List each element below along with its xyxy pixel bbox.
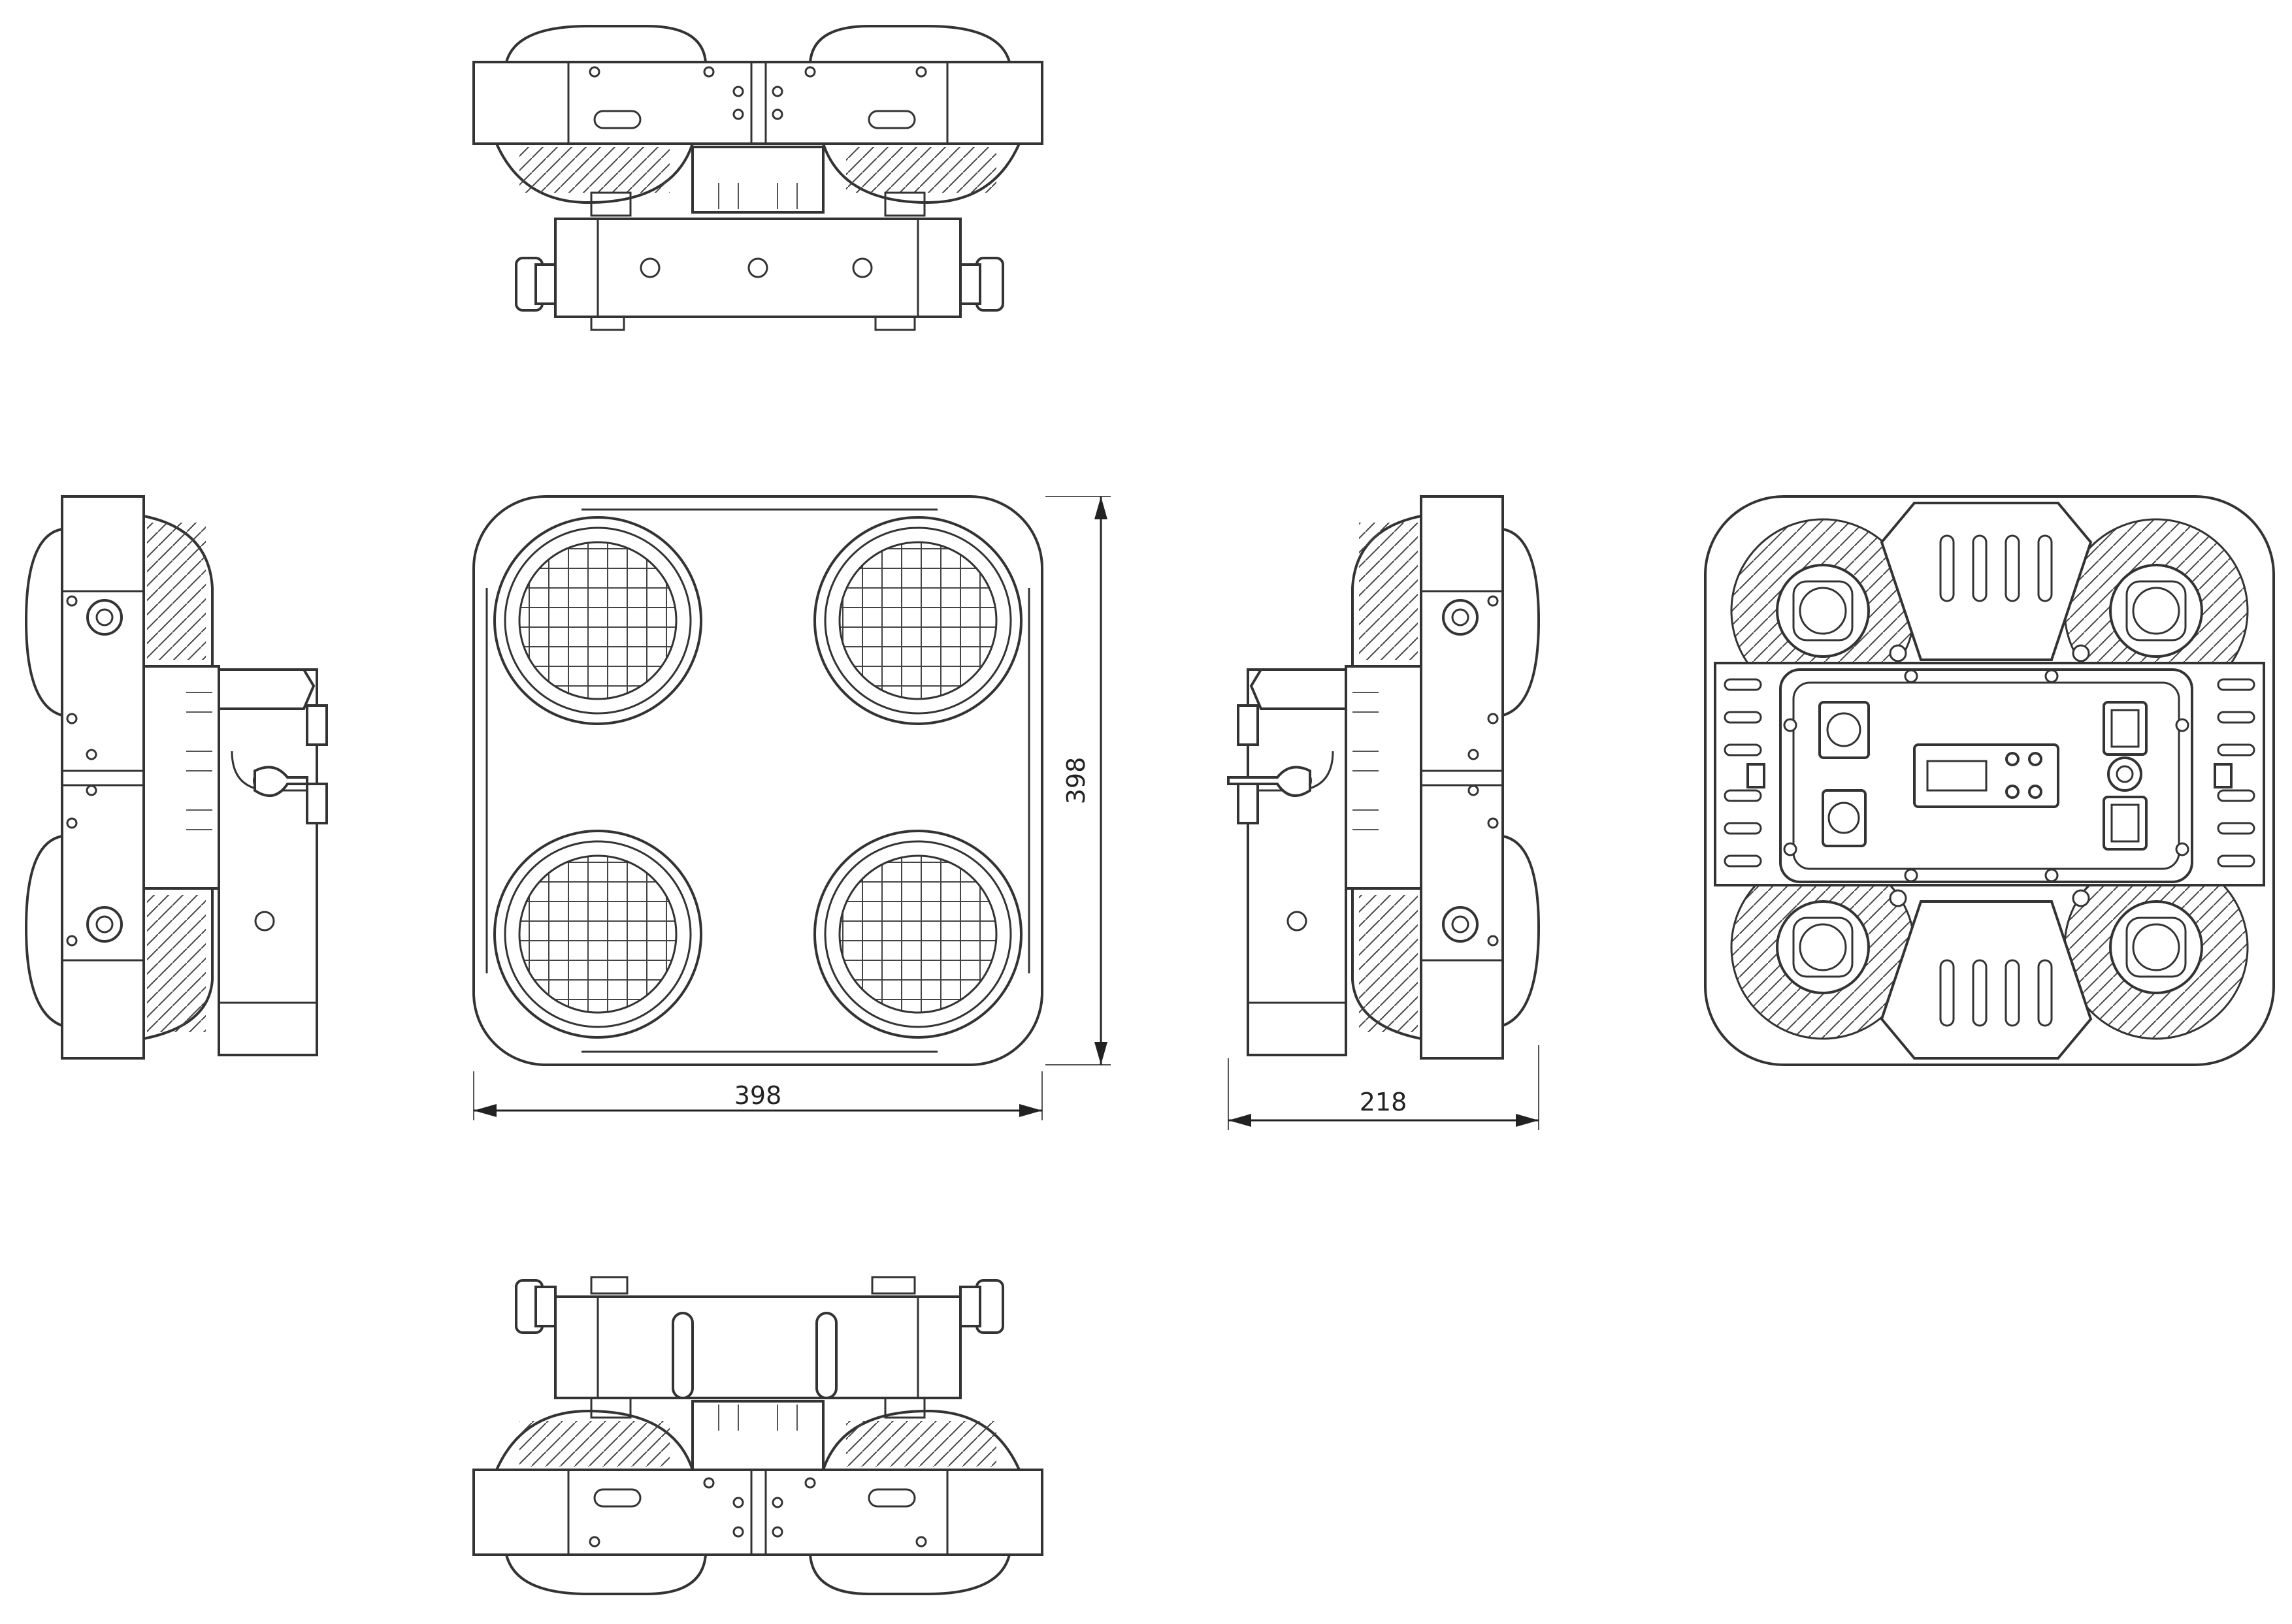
lens-bottom-left [493,830,702,1039]
dimension-front-width: 398 [473,1071,1043,1120]
front-view: 398 398 [472,495,1111,1120]
lens-bottom-right [813,830,1023,1039]
rear-view [1704,495,2275,1066]
dimension-front-height: 398 [1045,496,1111,1065]
bottom-view [472,1276,1043,1595]
right-side-view: 218 [1227,495,1541,1130]
lens-top-left [493,516,702,725]
left-side-view [24,495,328,1060]
top-view [472,25,1043,331]
dimension-label-height: 398 [1062,757,1090,805]
dimension-side-depth: 218 [1228,1045,1539,1130]
lens-top-right [813,516,1023,725]
dimension-label-width: 398 [734,1081,782,1110]
dimension-label-depth: 218 [1360,1088,1407,1116]
